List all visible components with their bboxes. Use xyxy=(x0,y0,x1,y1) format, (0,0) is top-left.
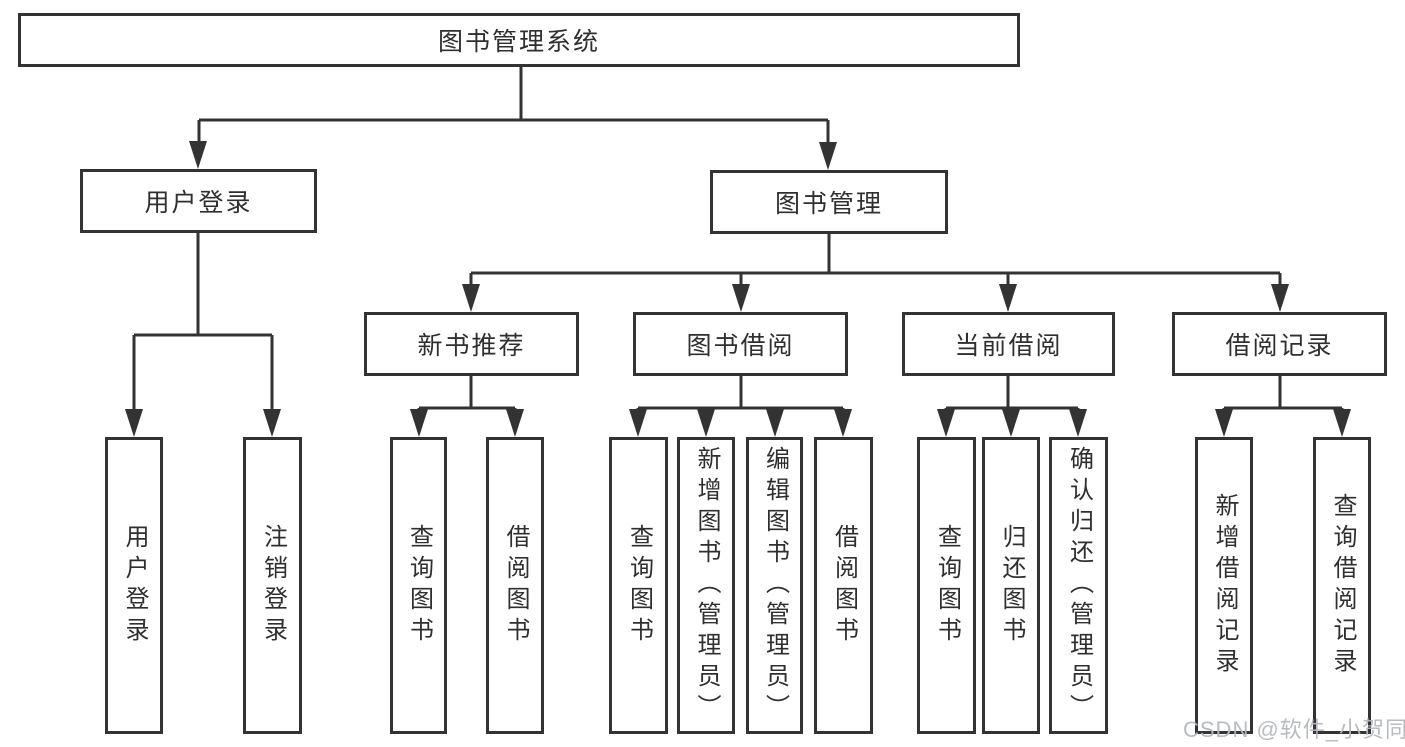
node-book-mgmt-label: 图书管理 xyxy=(774,190,883,218)
node-leaf-bb-query: 查询图书 xyxy=(609,437,668,734)
node-leaf-cb-confirm: 确认归还（管理员） xyxy=(1049,437,1108,734)
node-leaf-logout: 注销登录 xyxy=(243,437,302,734)
node-leaf-user-login-label: 用户登录 xyxy=(121,523,148,648)
node-leaf-nb-query: 查询图书 xyxy=(390,437,447,734)
node-book-borrow-label: 图书借阅 xyxy=(686,332,795,360)
node-book-borrow: 图书借阅 xyxy=(633,312,848,376)
node-leaf-nb-query-label: 查询图书 xyxy=(405,523,433,648)
node-leaf-bb-borrow-label: 借阅图书 xyxy=(830,523,858,648)
node-current-borrow-label: 当前借阅 xyxy=(954,332,1063,360)
node-leaf-bb-edit-label: 编辑图书（管理员） xyxy=(761,446,789,725)
node-root-label: 图书管理系统 xyxy=(437,28,600,56)
node-borrow-records: 借阅记录 xyxy=(1172,312,1387,376)
node-user-login-label: 用户登录 xyxy=(144,189,253,217)
node-leaf-bb-add: 新增图书（管理员） xyxy=(677,437,735,734)
node-leaf-bb-add-label: 新增图书（管理员） xyxy=(693,446,720,725)
node-leaf-br-query: 查询借阅记录 xyxy=(1313,437,1371,734)
node-leaf-cb-confirm-label: 确认归还（管理员） xyxy=(1065,446,1093,725)
node-leaf-user-login: 用户登录 xyxy=(105,437,163,734)
node-book-mgmt: 图书管理 xyxy=(710,170,948,234)
node-root: 图书管理系统 xyxy=(18,13,1020,67)
node-user-login: 用户登录 xyxy=(80,169,317,233)
watermark: CSDN @软件_小贺同学 xyxy=(1183,717,1405,742)
node-leaf-br-add-label: 新增借阅记录 xyxy=(1211,492,1238,679)
node-leaf-cb-return: 归还图书 xyxy=(982,437,1040,734)
node-current-borrow: 当前借阅 xyxy=(902,312,1115,376)
node-leaf-cb-return-label: 归还图书 xyxy=(998,523,1025,648)
node-new-books-label: 新书推荐 xyxy=(417,332,526,360)
node-leaf-bb-edit: 编辑图书（管理员） xyxy=(746,437,803,734)
node-leaf-cb-query: 查询图书 xyxy=(917,437,976,734)
node-leaf-bb-query-label: 查询图书 xyxy=(625,523,653,648)
node-leaf-bb-borrow: 借阅图书 xyxy=(814,437,873,734)
node-leaf-br-query-label: 查询借阅记录 xyxy=(1329,492,1356,679)
node-leaf-br-add: 新增借阅记录 xyxy=(1195,437,1253,734)
node-leaf-logout-label: 注销登录 xyxy=(259,523,287,648)
node-leaf-nb-borrow-label: 借阅图书 xyxy=(502,523,529,648)
node-new-books: 新书推荐 xyxy=(364,312,579,376)
node-leaf-cb-query-label: 查询图书 xyxy=(933,523,961,648)
node-leaf-nb-borrow: 借阅图书 xyxy=(486,437,544,734)
node-borrow-records-label: 借阅记录 xyxy=(1225,332,1334,360)
